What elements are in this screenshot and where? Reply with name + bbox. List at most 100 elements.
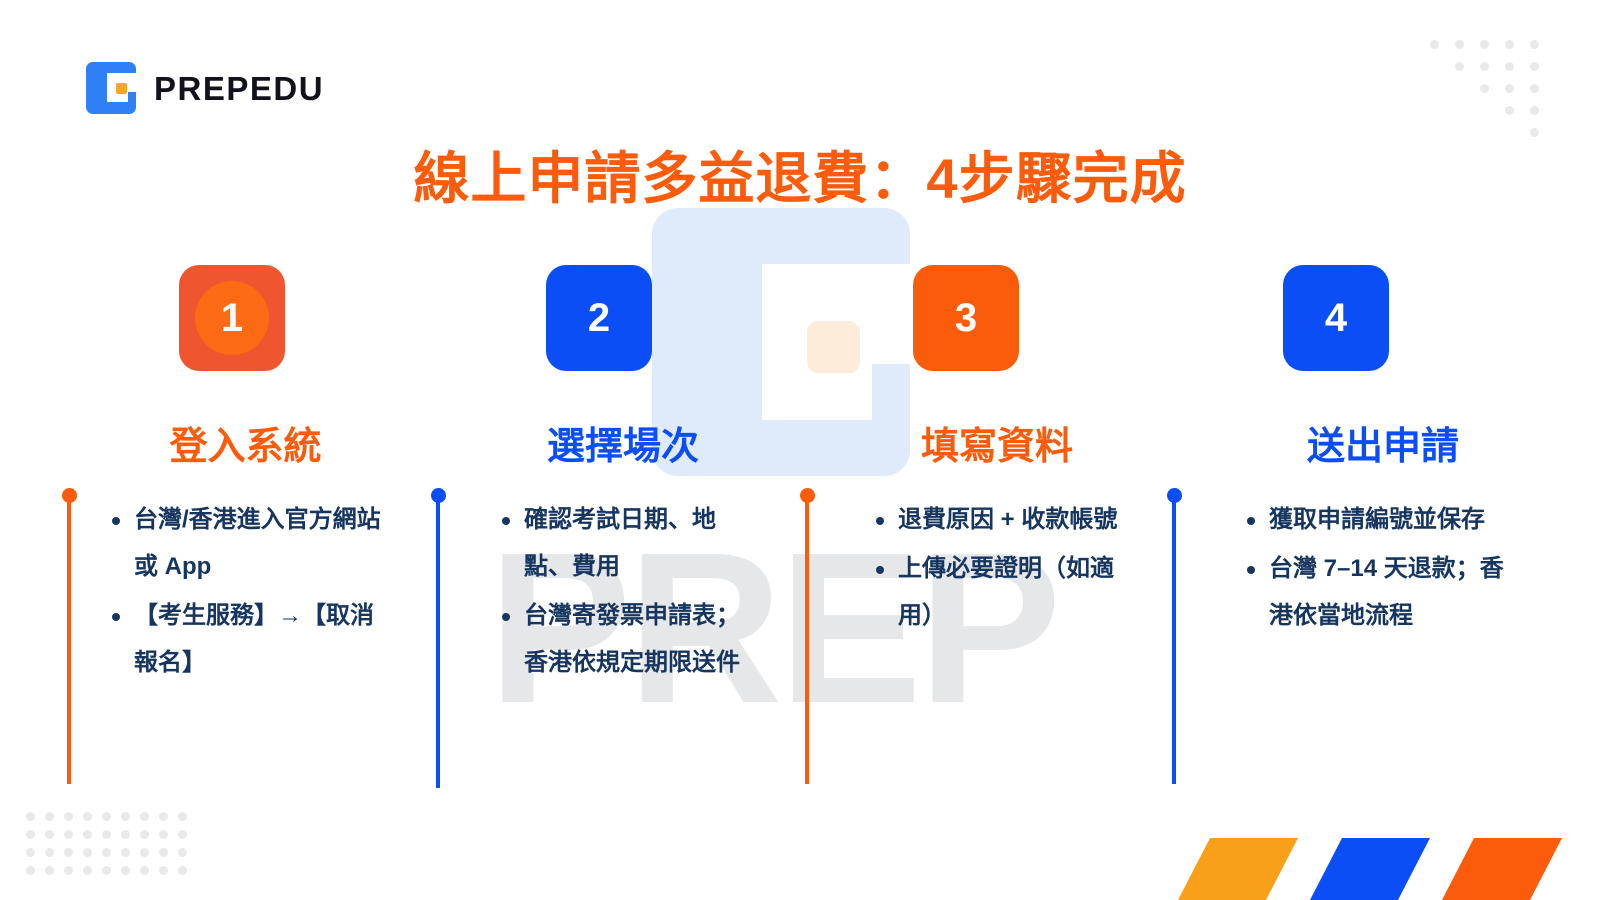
decor-dot <box>26 866 35 875</box>
decor-dot <box>64 812 73 821</box>
decor-dot <box>83 866 92 875</box>
step-number: 1 <box>220 295 244 340</box>
timeline-line <box>805 496 809 784</box>
prep-watermark-text: PREP <box>488 507 1061 748</box>
decor-dot <box>102 866 111 875</box>
list-item: 台灣 7–14 天退款；香港依當地流程 <box>1243 545 1523 639</box>
decor-dot <box>83 812 92 821</box>
decor-dot <box>1505 40 1514 49</box>
step-bullet-list-1: 台灣/香港進入官方網站或 App【考生服務】→【取消報名】 <box>108 496 383 686</box>
step-number: 2 <box>587 295 611 340</box>
decor-dot <box>159 848 168 857</box>
decor-dot <box>1505 106 1514 115</box>
decor-dot <box>64 848 73 857</box>
decor-dot <box>64 830 73 839</box>
step-title-4: 送出申請 <box>1306 426 1459 468</box>
decor-dot <box>26 830 35 839</box>
step-badge-circle <box>195 281 269 355</box>
list-item: 台灣寄發票申請表；香港依規定期限送件 <box>498 592 748 686</box>
decor-dot <box>83 830 92 839</box>
page-title: 線上申請多益退費：4步驟完成 <box>413 147 1187 210</box>
decor-dot <box>45 848 54 857</box>
list-item: 獲取申請編號並保存 <box>1243 496 1523 543</box>
timeline-dot <box>1167 488 1182 503</box>
step-badge-3[interactable]: 3 <box>913 265 1019 371</box>
step-bullet-list-4: 獲取申請編號並保存台灣 7–14 天退款；香港依當地流程 <box>1243 496 1523 639</box>
dot-pattern-top-right <box>1430 40 1580 150</box>
decor-dot <box>64 866 73 875</box>
step-number: 3 <box>954 295 978 340</box>
step-4: 4 送出申請獲取申請編號並保存台灣 7–14 天退款；香港依當地流程 <box>1243 265 1523 641</box>
prepedu-logo-icon <box>86 62 140 116</box>
decor-dot <box>121 848 130 857</box>
list-item: 退費原因 + 收款帳號 <box>872 496 1122 543</box>
decor-dot <box>159 812 168 821</box>
chevron-shape <box>1310 838 1430 900</box>
step-bullet-list-2: 確認考試日期、地點、費用台灣寄發票申請表；香港依規定期限送件 <box>498 496 748 686</box>
decor-dot <box>178 830 187 839</box>
step-title-3: 填寫資料 <box>920 426 1073 468</box>
step-2: 2 選擇場次確認考試日期、地點、費用台灣寄發票申請表；香港依規定期限送件 <box>498 265 748 688</box>
decor-dot <box>1430 40 1439 49</box>
decor-dot <box>83 848 92 857</box>
decor-dot <box>1455 62 1464 71</box>
step-bullet-list-3: 退費原因 + 收款帳號上傳必要證明（如適用） <box>872 496 1122 639</box>
decor-dot <box>26 812 35 821</box>
step-badge-1[interactable]: 1 <box>179 265 285 371</box>
decor-dot <box>1455 40 1464 49</box>
decor-dot <box>1530 40 1539 49</box>
chevron-shape <box>1442 838 1562 900</box>
decor-dot <box>1505 84 1514 93</box>
decor-dot <box>140 812 149 821</box>
decor-dot <box>102 812 111 821</box>
decor-dot <box>45 866 54 875</box>
decor-dot <box>102 848 111 857</box>
decor-dot <box>1480 62 1489 71</box>
timeline-dot <box>62 488 77 503</box>
step-1: 1 登入系統台灣/香港進入官方網站或 App【考生服務】→【取消報名】 <box>108 265 383 688</box>
timeline-line <box>67 496 71 784</box>
prepedu-watermark-logo-icon <box>652 208 942 478</box>
decor-dot <box>1480 40 1489 49</box>
decor-dot <box>121 812 130 821</box>
step-badge-2[interactable]: 2 <box>546 265 652 371</box>
timeline-line <box>436 496 440 788</box>
decor-dot <box>1530 62 1539 71</box>
brand-name: PREPEDU <box>154 70 325 107</box>
timeline-line <box>1172 496 1176 784</box>
brand-logo: PREPEDU <box>86 62 324 116</box>
decor-dot <box>178 866 187 875</box>
decor-dot <box>140 848 149 857</box>
decor-dot <box>45 812 54 821</box>
decor-dot <box>1505 62 1514 71</box>
decor-dot <box>102 830 111 839</box>
decor-dot <box>1530 128 1539 137</box>
decor-dot <box>26 848 35 857</box>
list-item: 上傳必要證明（如適用） <box>872 545 1122 639</box>
list-item: 確認考試日期、地點、費用 <box>498 496 748 590</box>
decor-dot <box>178 812 187 821</box>
chevron-shape <box>1178 838 1298 900</box>
decor-dot <box>159 866 168 875</box>
decor-dot <box>121 830 130 839</box>
step-badge-4[interactable]: 4 <box>1283 265 1389 371</box>
timeline-dot <box>431 488 446 503</box>
list-item: 【考生服務】→【取消報名】 <box>108 592 383 686</box>
decor-dot <box>159 830 168 839</box>
decor-dot <box>140 866 149 875</box>
decor-dot <box>1530 106 1539 115</box>
step-3: 3 填寫資料退費原因 + 收款帳號上傳必要證明（如適用） <box>872 265 1122 641</box>
decor-dot <box>140 830 149 839</box>
step-title-1: 登入系統 <box>169 426 322 468</box>
decor-dot <box>1530 84 1539 93</box>
step-title-2: 選擇場次 <box>546 426 699 468</box>
chevron-decoration <box>1178 838 1562 900</box>
decor-dot <box>121 866 130 875</box>
decor-dot <box>45 830 54 839</box>
list-item: 台灣/香港進入官方網站或 App <box>108 496 383 590</box>
decor-dot <box>178 848 187 857</box>
timeline-dot <box>800 488 815 503</box>
dot-pattern-bottom-left <box>26 812 206 892</box>
step-number: 4 <box>1324 295 1348 340</box>
